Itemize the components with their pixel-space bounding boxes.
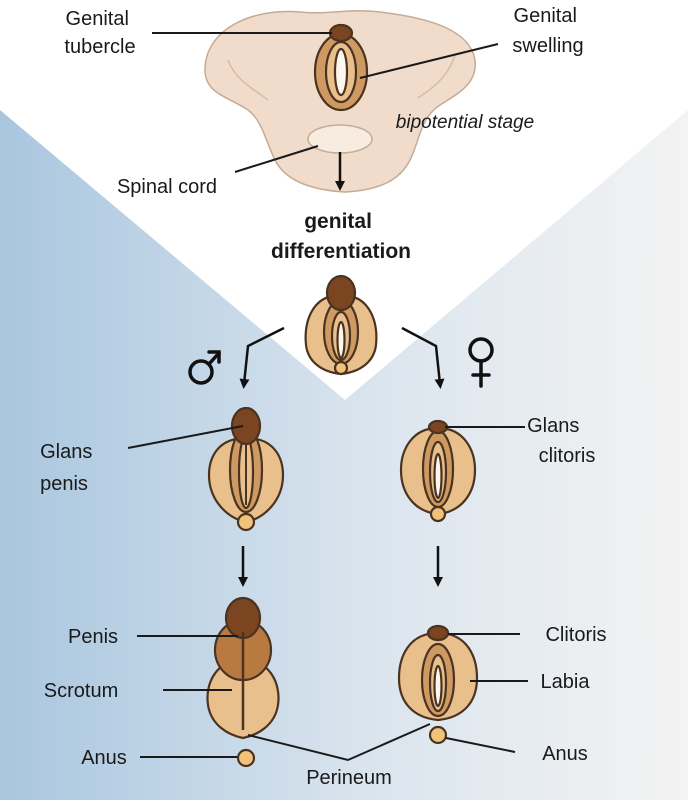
perineum-label: Perineum [306,767,392,789]
male-anus-label: Anus [81,747,127,769]
spinal-cord-shape [308,125,372,153]
scrotum-label: Scrotum [44,680,118,702]
genital-tubercle-shape [330,25,352,41]
labia-label: Labia [541,671,591,693]
penis-label: Penis [68,626,118,648]
clitoris-label: Clitoris [545,624,606,646]
clitoris-shape [428,626,448,640]
spinal-cord-label: Spinal cord [117,176,217,198]
bipotential-stage-label: bipotential stage [396,112,534,133]
female-anus-label: Anus [542,743,588,765]
